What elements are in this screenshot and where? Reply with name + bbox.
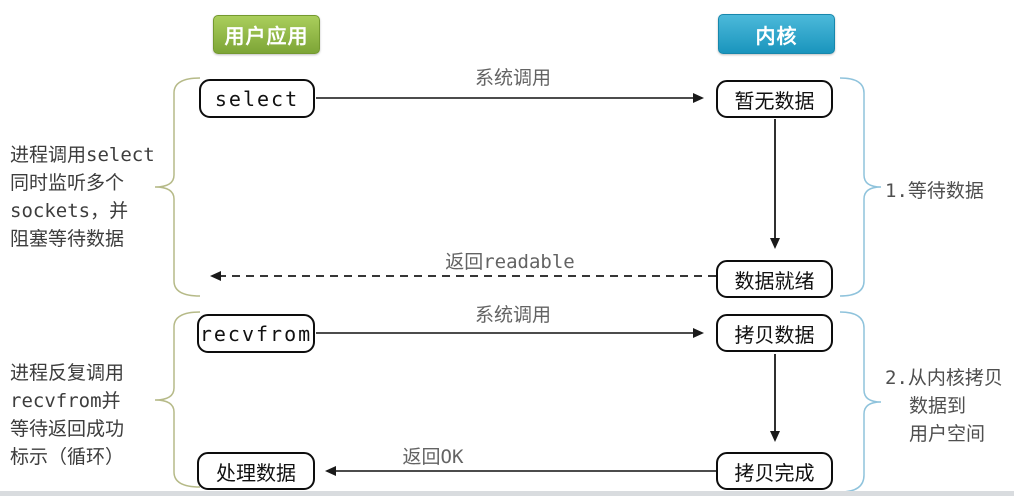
recvfrom-box: recvfrom	[197, 314, 315, 353]
left-top-annotation: 进程调用select 同时监听多个 sockets，并 阻塞等待数据	[10, 141, 155, 253]
no-data-box-label: 暂无数据	[734, 88, 815, 113]
kernel-header-label: 内核	[755, 23, 798, 48]
left-bottom-annotation: 进程反复调用 recvfrom并 等待返回成功 标示（循环）	[10, 359, 124, 471]
brace-left-top-icon	[154, 77, 201, 297]
data-ready-box: 数据就绪	[716, 260, 833, 298]
copy-data-box-label: 拷贝数据	[734, 322, 815, 347]
copy-done-box: 拷贝完成	[716, 452, 833, 490]
syscall-top-label: 系统调用	[474, 67, 551, 89]
kernel-header: 内核	[718, 14, 835, 54]
left-top-annotation-line: 同时监听多个	[10, 172, 125, 194]
return-ok-label: 返回OK	[402, 446, 464, 468]
return-readable-label: 返回readable	[445, 251, 575, 273]
left-top-annotation-line: 进程调用select	[10, 144, 155, 166]
recvfrom-box-label: recvfrom	[199, 321, 313, 346]
wait-data-annotation: 1.等待数据	[885, 180, 984, 202]
left-bottom-annotation-line: 标示（循环）	[10, 446, 125, 468]
copy-kernel-annotation: 2.从内核拷贝 数据到 用户空间	[885, 364, 1003, 448]
data-ready-box-label: 数据就绪	[734, 268, 815, 293]
left-top-annotation-line: sockets，并	[10, 200, 129, 222]
syscall-bottom-label: 系统调用	[474, 304, 551, 326]
brace-right-bottom-icon	[839, 311, 882, 493]
select-box-label: select	[214, 86, 300, 111]
copy-kernel-annotation-line: 2.从内核拷贝	[885, 367, 1003, 389]
left-top-annotation-line: 阻塞等待数据	[10, 228, 125, 250]
left-bottom-annotation-line: recvfrom并	[10, 390, 121, 412]
copy-done-box-label: 拷贝完成	[734, 460, 815, 485]
left-bottom-annotation-line: 等待返回成功	[10, 418, 125, 440]
process-data-box-label: 处理数据	[216, 460, 296, 485]
copy-kernel-annotation-line: 用户空间	[909, 423, 986, 445]
left-bottom-annotation-line: 进程反复调用	[10, 362, 125, 384]
copy-kernel-annotation-line: 数据到	[909, 395, 967, 417]
user-app-header: 用户应用	[213, 15, 320, 54]
brace-right-top-icon	[839, 77, 882, 297]
bottom-edge-divider	[0, 491, 1014, 496]
user-app-header-label: 用户应用	[224, 24, 309, 48]
no-data-box: 暂无数据	[716, 80, 833, 118]
process-data-box: 处理数据	[197, 452, 315, 490]
select-box: select	[199, 79, 315, 118]
brace-left-bottom-icon	[154, 311, 201, 488]
copy-data-box: 拷贝数据	[716, 314, 833, 352]
